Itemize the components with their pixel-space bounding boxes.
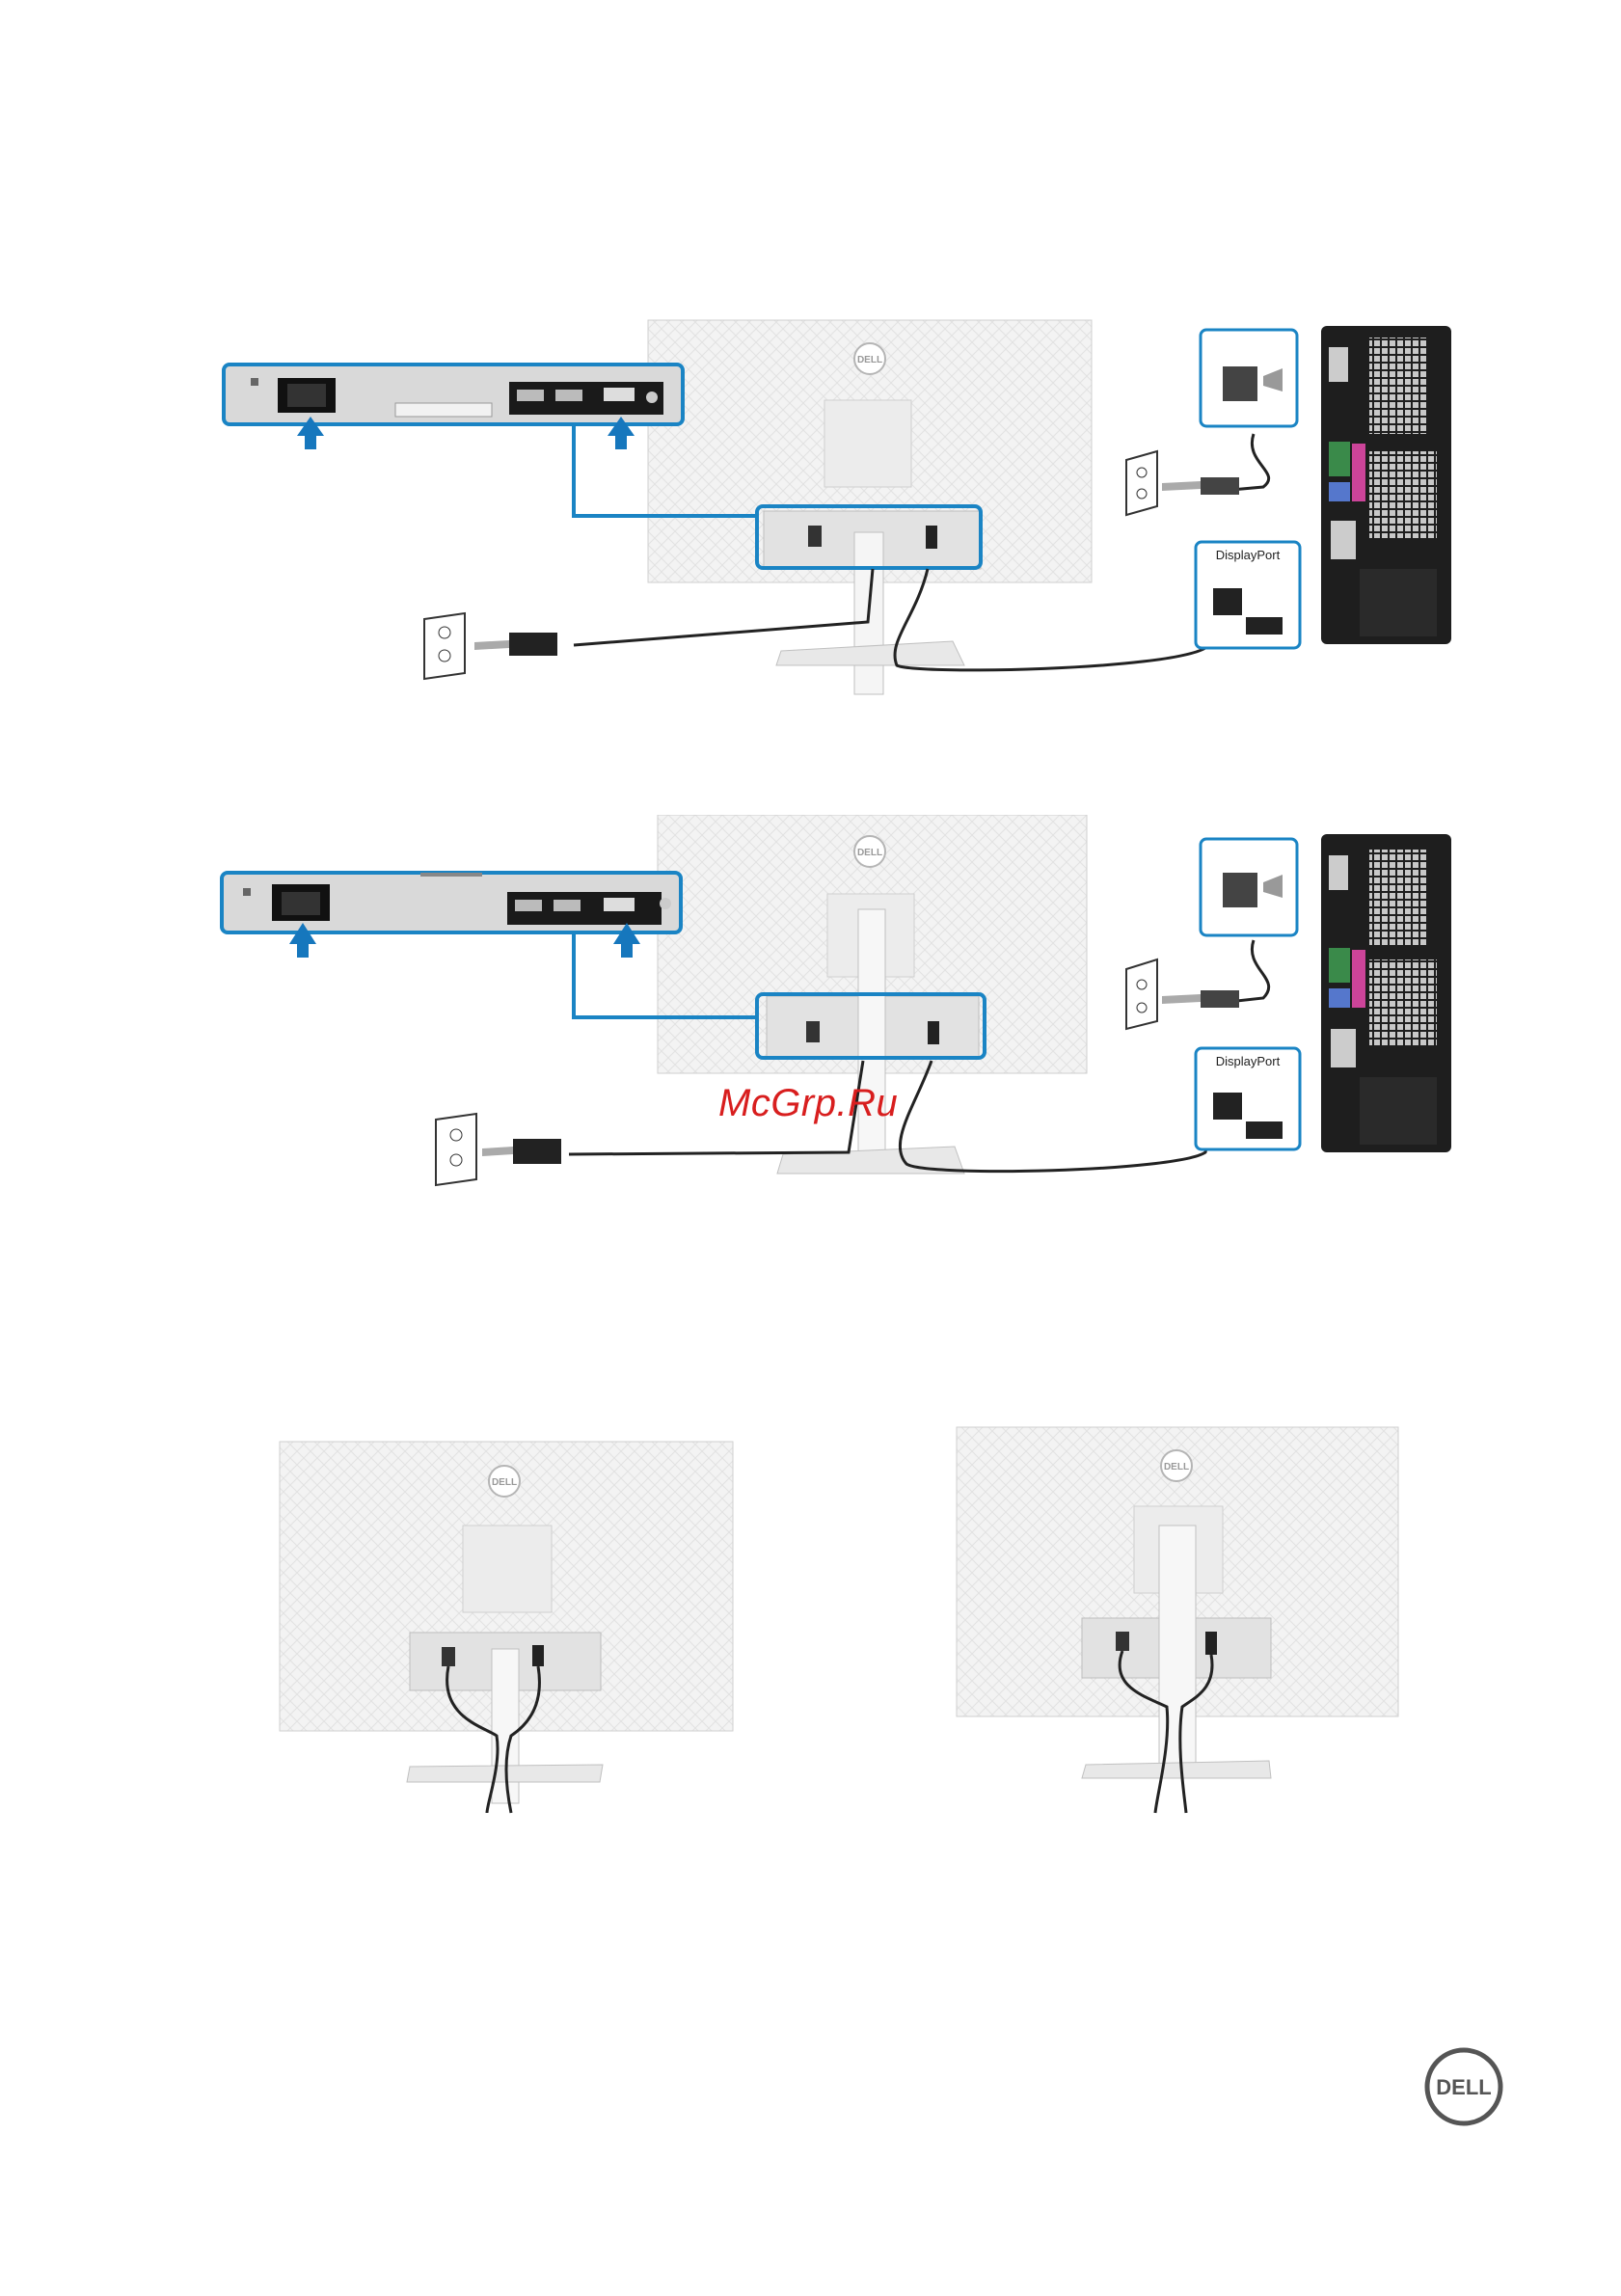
pc-displayport-label: DisplayPort [1216, 548, 1281, 562]
svg-text:DELL: DELL [492, 1477, 517, 1488]
figure-3-cable-routing: DELL DELL [0, 1418, 1621, 1823]
power-outlet-icon-2 [436, 1114, 476, 1185]
displayport-plug-icon-2 [1213, 1093, 1242, 1120]
pc-displayport-callout: DisplayPort [1196, 542, 1300, 648]
svg-text:DELL: DELL [1164, 1462, 1189, 1472]
monitor-dell-logo-icon-4: DELL [1161, 1450, 1192, 1481]
pc-power-callout-2 [1201, 839, 1297, 1004]
watermark-text: McGrp.Ru [718, 1082, 898, 1125]
power-plug-icon [474, 633, 557, 656]
pc-displayport-callout-2: DisplayPort [1196, 1048, 1300, 1149]
footer-logo-text: DELL [1436, 2075, 1491, 2099]
power-outlet-icon [424, 613, 465, 679]
monitor-dell-logo-icon-3: DELL [489, 1466, 520, 1497]
pc-tower [1321, 326, 1451, 644]
monitor-rear-left: DELL [280, 1442, 733, 1813]
svg-text:DELL: DELL [857, 848, 882, 858]
monitor-rear-right: DELL [957, 1427, 1398, 1813]
dell-logo-icon: DELL [1423, 2046, 1504, 2127]
monitor-dell-logo-icon-2: DELL [854, 836, 885, 867]
pc-power-callout [1201, 330, 1297, 492]
pc-tower-2 [1321, 834, 1451, 1152]
power-plug-icon-2 [482, 1139, 561, 1164]
monitor-dell-logo-icon: DELL [854, 343, 885, 374]
figure-2-connection-diagram: DELL [0, 815, 1621, 1220]
displayport-plug-icon [1213, 588, 1242, 615]
pc-displayport-label-2: DisplayPort [1216, 1054, 1281, 1068]
pc-outlet-icon-2 [1126, 959, 1239, 1029]
svg-text:DELL: DELL [857, 355, 882, 365]
pc-outlet-icon [1126, 451, 1239, 515]
